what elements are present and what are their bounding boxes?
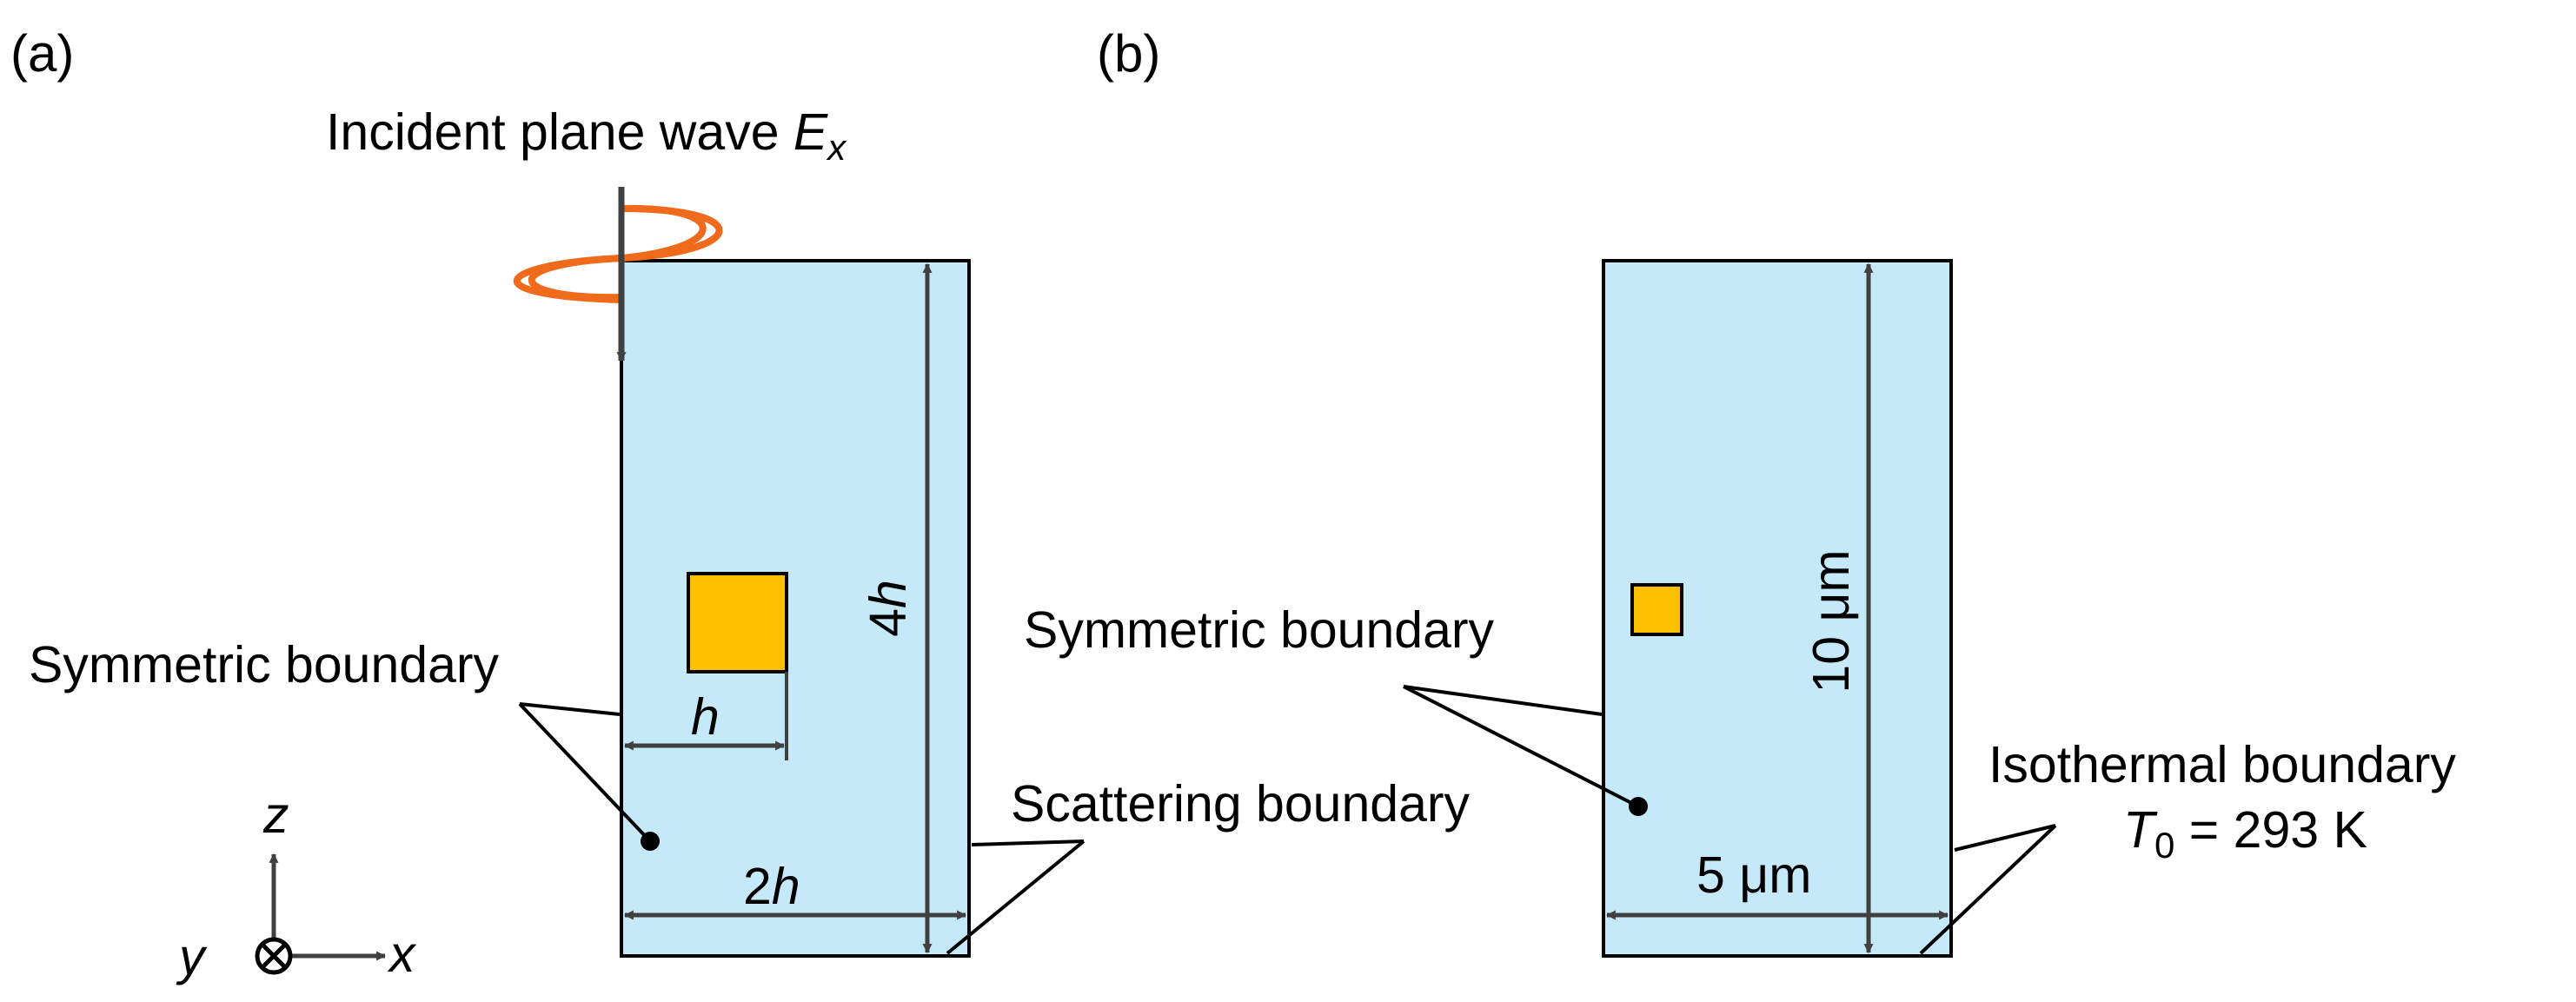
y-axis-into-page-icon xyxy=(255,937,293,975)
particle-square-a xyxy=(687,572,788,674)
symmetric-point-b xyxy=(1629,797,1648,816)
z-axis-label: z xyxy=(262,786,289,844)
2h-label: 2h xyxy=(743,858,800,915)
h-label: h xyxy=(691,688,720,746)
isothermal-boundary-label: Isothermal boundary xyxy=(1988,736,2456,793)
panel-b-label: (b) xyxy=(1097,24,1160,83)
scattering-callout-lower xyxy=(946,839,1086,955)
simulation-domain-a xyxy=(620,259,971,958)
x-axis-label: x xyxy=(387,926,417,983)
particle-square-b xyxy=(1630,583,1683,636)
scattering-callout-upper xyxy=(971,839,1085,846)
symmetric-callout-upper xyxy=(519,702,621,716)
panel-a-label: (a) xyxy=(10,24,74,83)
width-label-b: 5 μm xyxy=(1696,846,1811,904)
wave-lower-loop xyxy=(528,255,622,302)
symmetric-callout-lower-b xyxy=(1403,685,1639,808)
y-axis-label: y xyxy=(176,928,208,985)
incident-wave-label: Incident plane wave Ex xyxy=(326,103,847,168)
symmetric-point-a xyxy=(641,832,660,851)
temperature-label: T0 = 293 K xyxy=(2123,801,2367,866)
panel-a: (a) Incident plane wave Ex h 4h 2h Symme… xyxy=(10,24,1471,985)
symmetric-callout-upper-b xyxy=(1403,685,1603,716)
height-label-b: 10 μm xyxy=(1803,549,1860,693)
symmetric-boundary-label-b: Symmetric boundary xyxy=(1024,601,1495,659)
isothermal-callout-upper xyxy=(1954,824,2056,852)
panel-b: (b) 10 μm 5 μm Symmetric boundary Isothe… xyxy=(1024,24,2456,958)
symmetric-callout-lower xyxy=(518,702,652,843)
wave-front-loop xyxy=(621,204,707,262)
isothermal-callout-lower xyxy=(1919,824,2057,955)
scattering-boundary-label: Scattering boundary xyxy=(1011,775,1471,833)
symmetric-boundary-label-a: Symmetric boundary xyxy=(29,636,500,693)
4h-label: 4h xyxy=(860,580,917,637)
